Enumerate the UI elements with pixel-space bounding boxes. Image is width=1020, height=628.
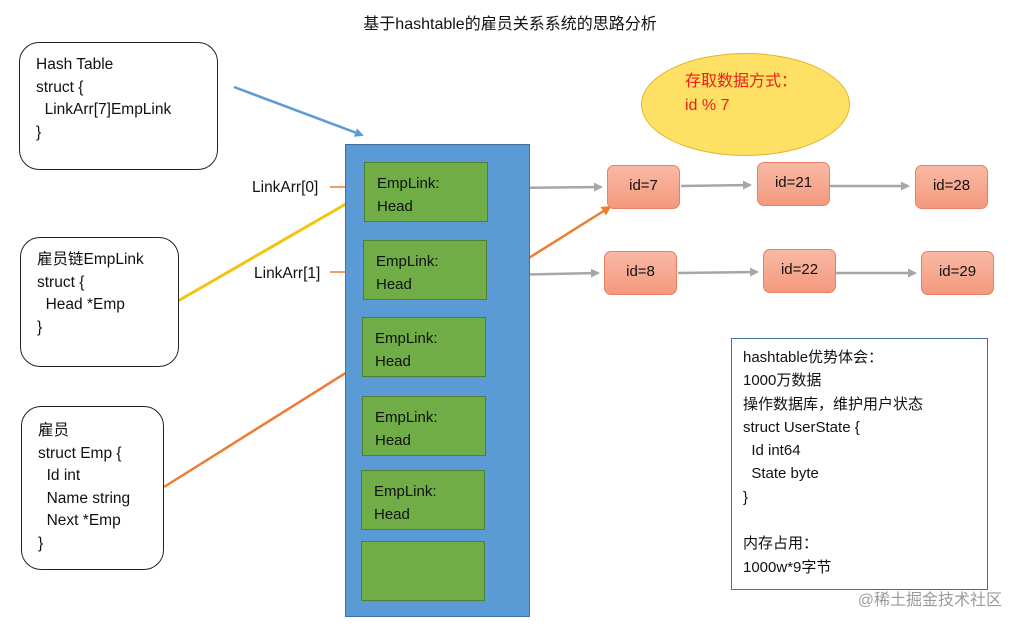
emp-line: Next *Emp [38,512,121,529]
hash-table-struct-box: Hash Table struct { LinkArr[7]EmpLink } [19,42,218,170]
emp-line: struct Emp { [38,444,122,462]
emp-node: id=21 [757,162,830,206]
note-line [743,509,976,532]
advantages-note-box: hashtable优势体会： 1000万数据 操作数据库，维护用户状态 stru… [731,338,988,590]
hash-table-line: struct { [36,78,84,96]
emplink-slot-empty [361,541,485,601]
id8-to-id22-arrow [677,267,759,277]
access-method-line: 存取数据方式： [685,73,798,90]
emplink-line: Head *Emp [37,296,125,313]
emp-node: id=22 [763,249,836,293]
slot-line: EmpLink: [375,330,438,347]
emplink-line: } [37,318,43,336]
access-method-line: id % 7 [685,97,730,114]
hashtable-pointer-arrow [233,85,364,137]
emplink-slot: EmpLink: Head [363,240,487,300]
emplink-slot: EmpLink: Head [364,162,488,222]
emp-line: } [38,534,44,552]
note-line: State byte [743,465,819,483]
emplink-line: 雇员链EmpLink [37,251,144,268]
watermark: @稀土掘金技术社区 [857,592,1002,609]
note-line: 操作数据库，维护用户状态 [743,395,924,413]
hash-table-line: Hash Table [36,56,114,73]
emp-line: 雇员 [38,422,70,439]
emplink-slot: EmpLink: Head [362,396,486,456]
slot-line: EmpLink: [376,253,439,270]
emplink-struct-box: 雇员链EmpLink struct { Head *Emp } [20,237,179,367]
hash-table-line: } [36,123,42,141]
emplink-slot: EmpLink: Head [361,470,485,530]
slot-line: Head [375,432,411,449]
hash-table-line: LinkArr[7]EmpLink [36,101,172,118]
access-method-ellipse: 存取数据方式： id % 7 [641,53,850,156]
slot-line: EmpLink: [374,483,437,500]
emp-struct-box: 雇员 struct Emp { Id int Name string Next … [21,406,164,570]
linkarr0-label: LinkArr[0] [252,179,319,196]
note-line: } [743,488,749,506]
slot-line: Head [377,198,413,215]
note-line: Id int64 [743,442,801,460]
id7-to-id21-arrow [680,180,752,190]
emp-node: id=29 [921,251,994,295]
emp-node: id=7 [607,165,680,209]
slot-line: Head [376,276,412,293]
hashtable-array [345,144,530,617]
slot-line: Head [375,353,411,370]
note-line: hashtable优势体会： [743,349,884,366]
emp-node: id=28 [915,165,988,209]
linkarr1-label: LinkArr[1] [254,265,321,282]
emp-line: Id int [38,467,81,484]
emp-line: Name string [38,489,131,507]
slot-line: Head [374,506,410,523]
note-line: struct UserState { [743,418,860,436]
note-line: 内存占用： [743,535,819,553]
emplink-slot: EmpLink: Head [362,317,486,377]
slot-line: EmpLink: [375,409,438,426]
emplink-to-slot-arrow [177,188,372,303]
emplink-line: struct { [37,273,85,291]
emp-node: id=8 [604,251,677,295]
diagram-title: 基于hashtable的雇员关系系统的思路分析 [363,16,657,33]
slot-line: EmpLink: [377,175,440,192]
note-line: 1000万数据 [743,372,822,390]
note-line: 1000w*9字节 [743,558,832,576]
